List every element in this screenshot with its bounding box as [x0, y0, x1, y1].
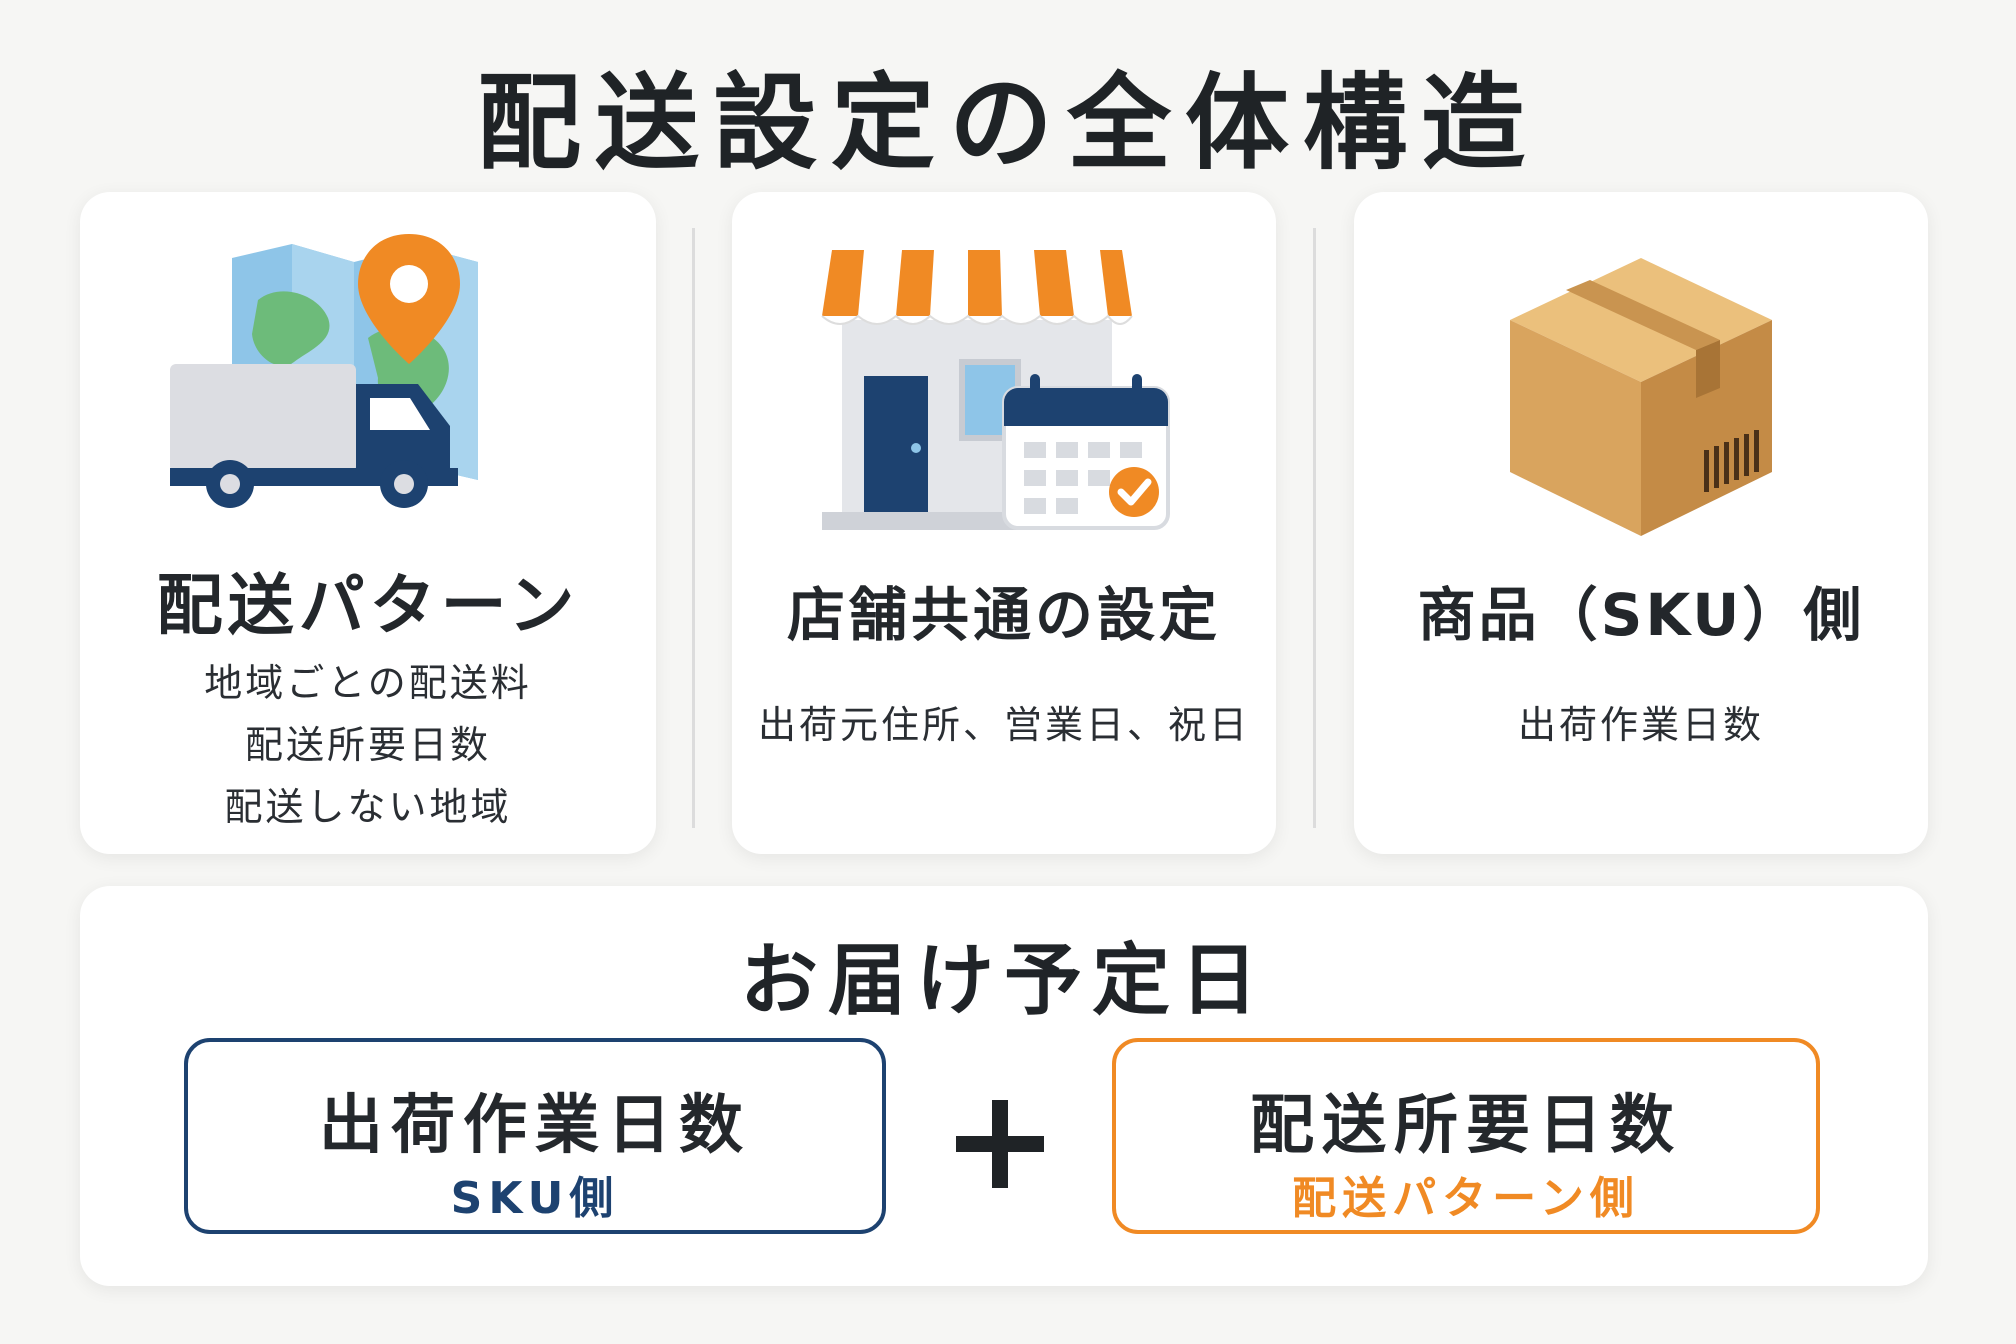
card-title: 店舗共通の設定 — [786, 581, 1221, 649]
divider — [692, 228, 695, 828]
card-title: 配送パターン — [156, 567, 580, 644]
truck-map-pin-icon — [170, 234, 478, 508]
box-main-label: 出荷作業日数 — [319, 1089, 751, 1163]
card-title: 商品（SKU）側 — [1417, 581, 1865, 649]
card-delivery-pattern: 配送パターン 地域ごとの配送料 配送所要日数 配送しない地域 — [80, 192, 656, 854]
card-lines: 地域ごとの配送料 配送所要日数 配送しない地域 — [80, 652, 656, 838]
shipping-work-days-box: 出荷作業日数 SKU側 — [184, 1038, 886, 1234]
divider — [1313, 228, 1316, 828]
delivery-date-panel: お届け予定日 出荷作業日数 SKU側 配送所要日数 配送パターン側 — [80, 886, 1928, 1286]
card-lines: 出荷元住所、営業日、祝日 — [732, 694, 1276, 756]
card-line: 出荷作業日数 — [1517, 703, 1764, 747]
card-line: 配送しない地域 — [224, 785, 512, 829]
box-main-label: 配送所要日数 — [1250, 1089, 1682, 1163]
box-sub-label: 配送パターン側 — [1292, 1173, 1640, 1224]
card-line: 配送所要日数 — [244, 723, 491, 767]
card-line: 出荷元住所、営業日、祝日 — [757, 703, 1250, 747]
box-sub-label: SKU側 — [450, 1173, 620, 1224]
card-lines: 出荷作業日数 — [1354, 694, 1928, 756]
page-title: 配送設定の全体構造 — [476, 62, 1539, 184]
cardboard-box-icon — [1510, 258, 1772, 536]
plus-icon — [956, 1100, 1044, 1188]
delivery-title: お届け予定日 — [739, 936, 1268, 1026]
delivery-transit-days-box: 配送所要日数 配送パターン側 — [1112, 1038, 1820, 1234]
store-calendar-icon — [821, 250, 1170, 530]
card-store-settings: 店舗共通の設定 出荷元住所、営業日、祝日 — [732, 192, 1276, 854]
card-line: 地域ごとの配送料 — [204, 661, 532, 705]
card-sku: 商品（SKU）側 出荷作業日数 — [1354, 192, 1928, 854]
